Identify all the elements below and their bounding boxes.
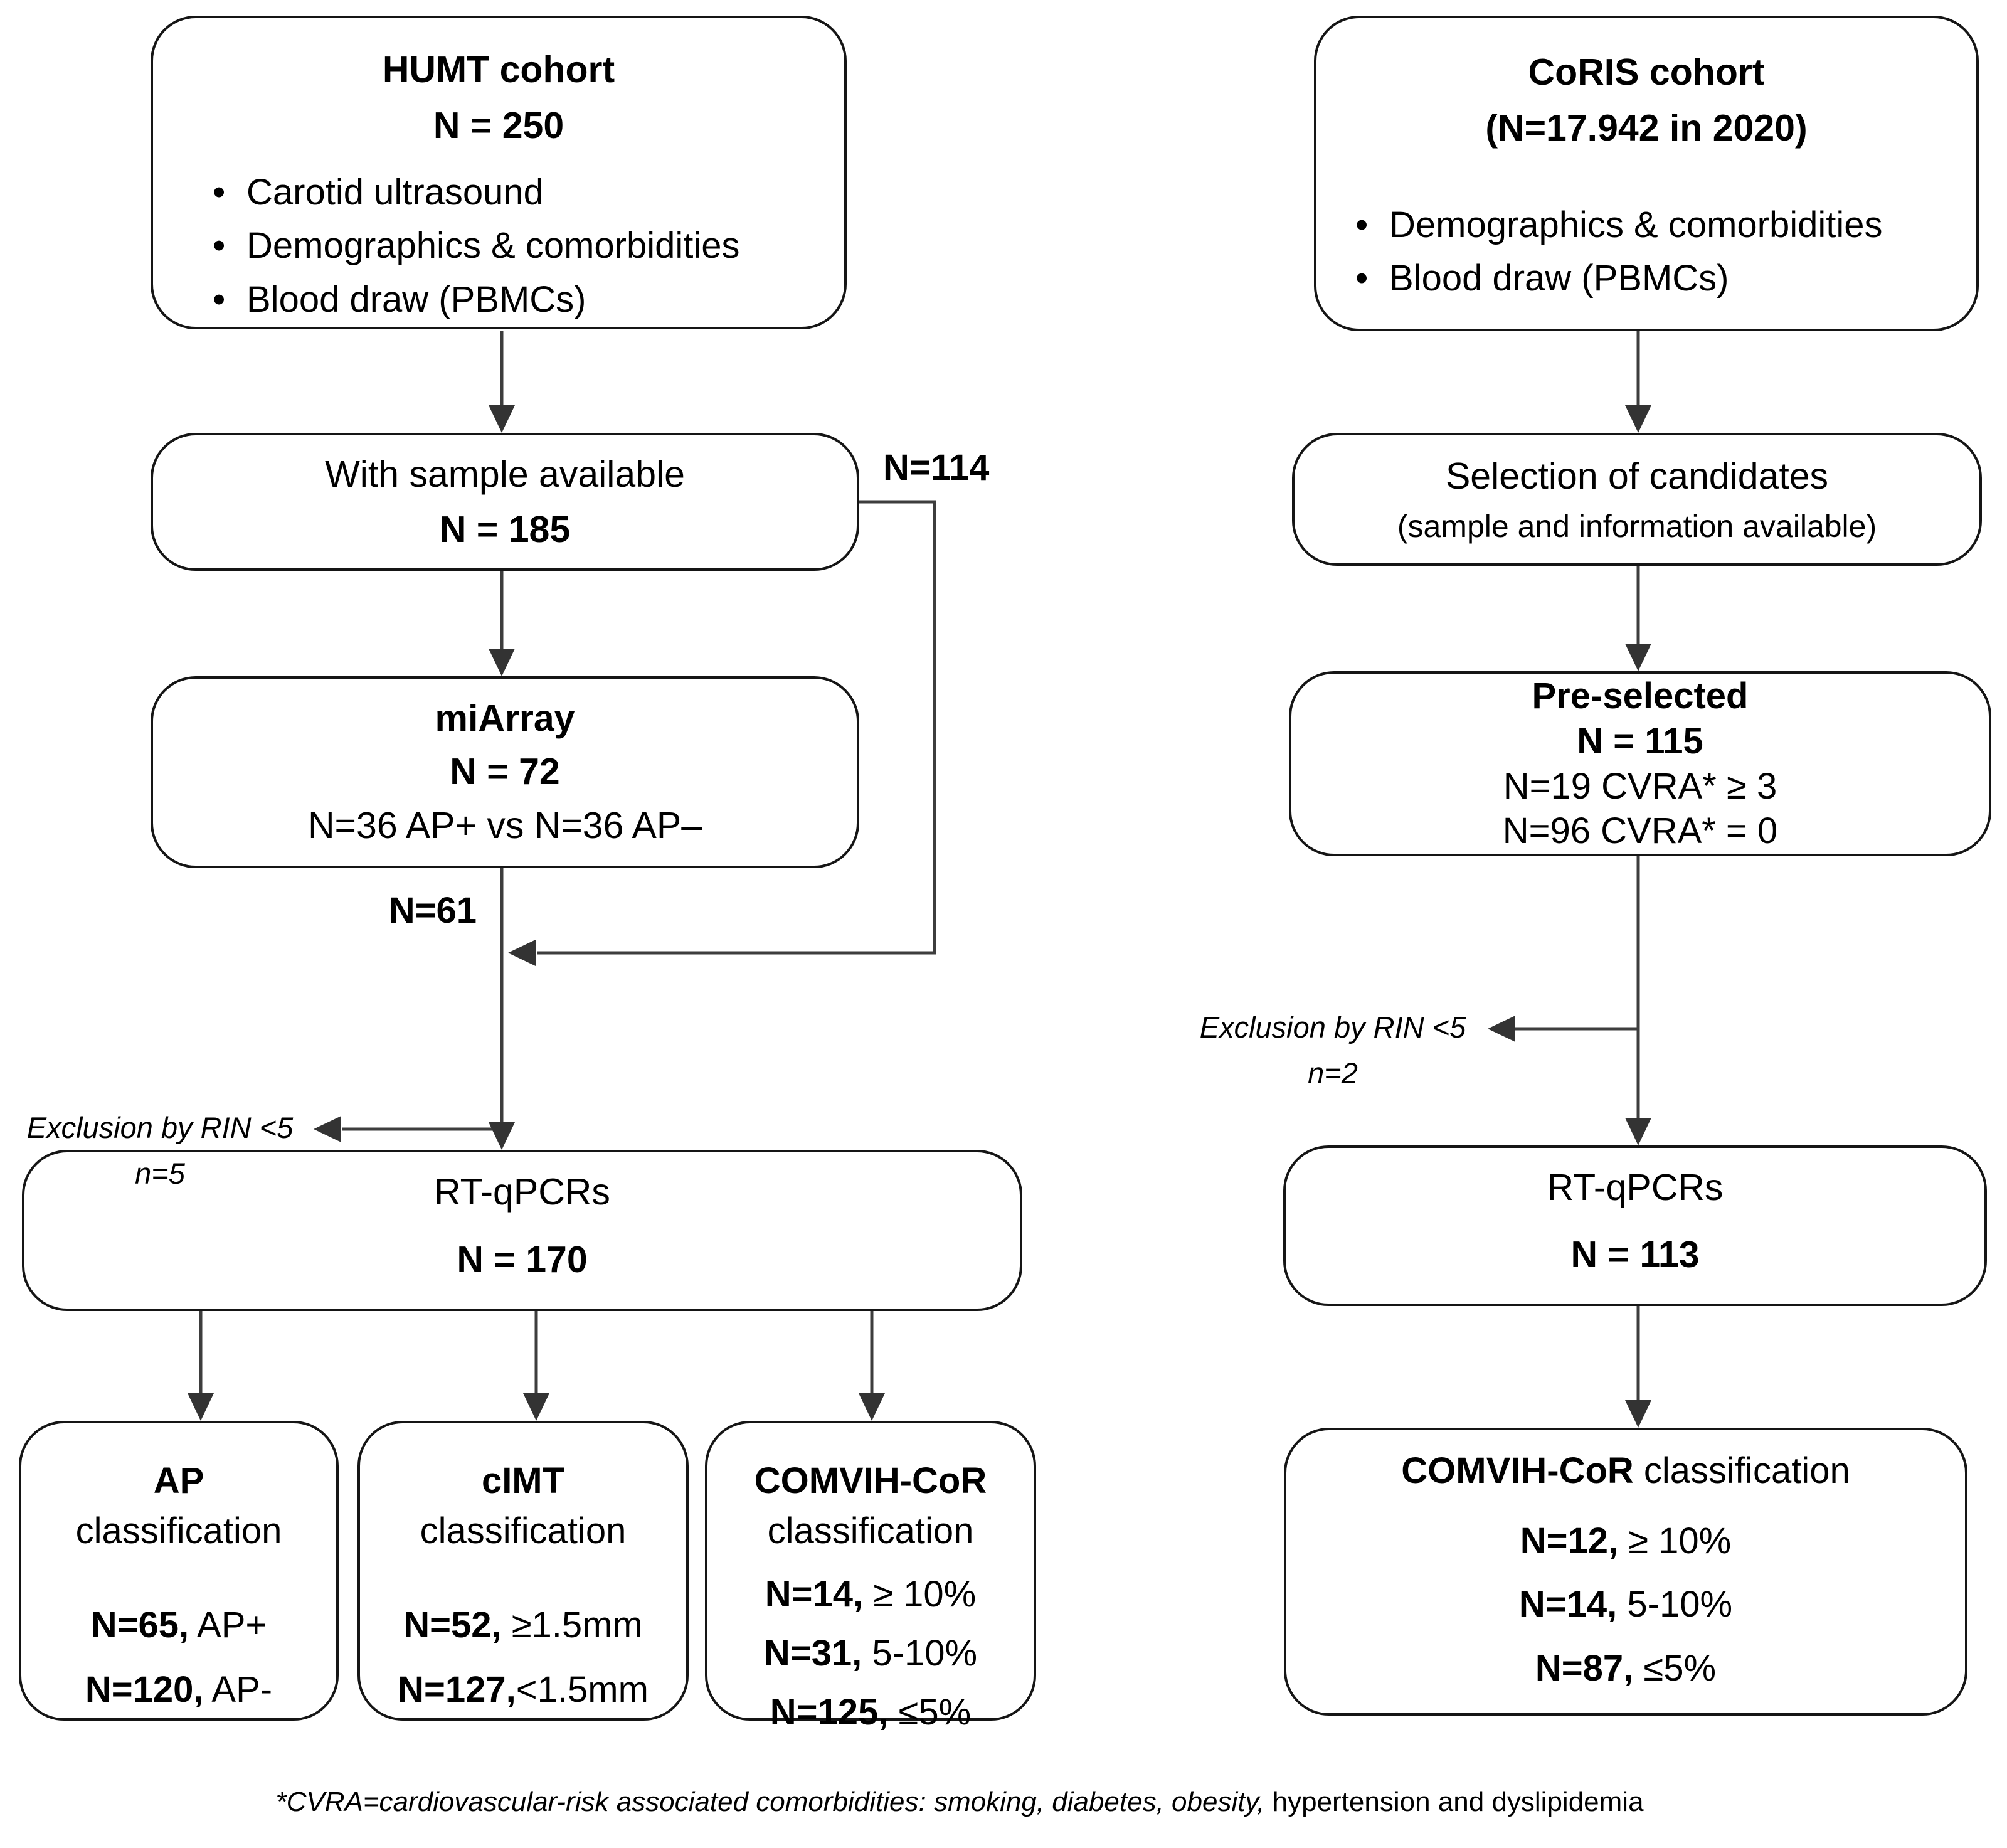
branch-label-n61: N=61 — [388, 890, 477, 931]
coris-bullet-list: Demographics & comorbidities Blood draw … — [1355, 198, 1883, 305]
arrow-down-icon — [188, 1393, 214, 1421]
sample-available-box: With sample available N = 185 — [151, 433, 859, 571]
arrow-left-icon — [314, 1116, 341, 1142]
arrow-down-icon — [1625, 644, 1651, 671]
box-n-value: N = 72 — [450, 751, 560, 793]
cvra-high-row: N=19 CVRA* ≥ 3 — [1503, 765, 1777, 807]
box-title: AP — [153, 1460, 204, 1501]
result-row: N=65, AP+ — [90, 1605, 267, 1646]
result-rows: N=14, ≥ 10% N=31, 5-10% N=125, ≤5% — [764, 1565, 977, 1742]
comvih-cor-classification-box-right: COMVIH-CoR classification N=12, ≥ 10% N=… — [1284, 1428, 1967, 1716]
arrow-down-icon — [523, 1393, 549, 1421]
footnote-italic-part: *CVRA=cardiovascular-risk associated com… — [275, 1787, 1265, 1817]
humt-cohort-box: HUMT cohort N = 250 Carotid ultrasound D… — [151, 16, 847, 329]
box-title: CoRIS cohort — [1528, 51, 1765, 93]
ap-classification-box: AP classification N=65, AP+ N=120, AP- — [19, 1421, 339, 1721]
box-subtitle: classification — [420, 1511, 627, 1552]
box-n-value: N = 115 — [1577, 720, 1703, 762]
box-n-value: N = 170 — [457, 1239, 588, 1281]
arrow-down-icon — [489, 405, 515, 433]
exclusion-count: n=2 — [1308, 1056, 1358, 1090]
bullet-item: Blood draw (PBMCs) — [1355, 252, 1883, 305]
box-title: COMVIH-CoR — [754, 1460, 987, 1501]
box-n-value: N = 185 — [439, 509, 571, 550]
result-row: N=12, ≥ 10% — [1520, 1520, 1732, 1561]
result-row: N=120, AP- — [85, 1669, 273, 1711]
arrow-down-icon — [1625, 1400, 1651, 1428]
cvra-zero-row: N=96 CVRA* = 0 — [1502, 810, 1778, 852]
miarray-comparison: N=36 AP+ vs N=36 AP– — [307, 804, 702, 846]
bullet-item: Blood draw (PBMCs) — [213, 273, 740, 326]
branch-label-n114: N=114 — [883, 447, 990, 488]
box-n-value: N = 113 — [1570, 1234, 1700, 1276]
rtqpcr-box-right: RT-qPCRs N = 113 — [1283, 1145, 1987, 1306]
box-title: COMVIH-CoR classification — [1401, 1450, 1850, 1491]
exclusion-count: n=5 — [135, 1156, 185, 1190]
exclusion-note-right: Exclusion by RIN <5 n=2 — [1182, 1005, 1483, 1097]
result-row: N=14, 5-10% — [1518, 1584, 1733, 1625]
result-row: N=31, 5-10% — [763, 1633, 978, 1674]
box-title: HUMT cohort — [382, 49, 615, 90]
result-row: N=87, ≤5% — [1535, 1647, 1717, 1689]
footnote-regular-part: hypertension and dyslipidemia — [1264, 1787, 1644, 1817]
arrow-left-icon — [508, 940, 536, 966]
bullet-item: Carotid ultrasound — [213, 166, 740, 219]
arrow-down-icon — [489, 649, 515, 676]
box-title: RT-qPCRs — [1547, 1167, 1724, 1208]
result-row: N=125, ≤5% — [770, 1691, 972, 1733]
humt-bullet-list: Carotid ultrasound Demographics & comorb… — [213, 166, 740, 326]
result-rows: N=52, ≥1.5mm N=127,<1.5mm — [398, 1593, 649, 1722]
box-title: miArray — [435, 697, 575, 739]
arrow-left-icon — [1488, 1016, 1515, 1042]
box-subtitle: classification — [767, 1511, 974, 1552]
pre-selected-box: Pre-selected N = 115 N=19 CVRA* ≥ 3 N=96… — [1289, 671, 1991, 856]
box-subtitle: (sample and information available) — [1397, 508, 1877, 544]
comvih-cor-classification-box-left: COMVIH-CoR classification N=14, ≥ 10% N=… — [705, 1421, 1036, 1733]
arrow-down-icon — [859, 1393, 885, 1421]
miarray-box: miArray N = 72 N=36 AP+ vs N=36 AP– — [151, 676, 859, 868]
rtqpcr-box-left: RT-qPCRs N = 170 — [22, 1150, 1022, 1311]
result-rows: N=65, AP+ N=120, AP- — [85, 1593, 272, 1722]
bullet-item: Demographics & comorbidities — [213, 219, 740, 272]
bullet-item: Demographics & comorbidities — [1355, 198, 1883, 252]
box-title-block: cIMT classification — [420, 1456, 627, 1556]
connector-n114-bypass — [537, 500, 936, 955]
box-title: cIMT — [481, 1460, 565, 1501]
result-row: N=127,<1.5mm — [398, 1669, 649, 1711]
box-title: With sample available — [325, 453, 685, 495]
arrow-down-icon — [1625, 1118, 1651, 1145]
box-title-block: COMVIH-CoR classification — [755, 1456, 987, 1556]
box-title: Selection of candidates — [1445, 455, 1829, 497]
box-subtitle: classification — [75, 1511, 282, 1552]
result-row: N=14, ≥ 10% — [765, 1574, 977, 1615]
box-title: Pre-selected — [1532, 675, 1749, 716]
selection-of-candidates-box: Selection of candidates (sample and info… — [1292, 433, 1982, 566]
cimt-classification-box: cIMT classification N=52, ≥1.5mm N=127,<… — [357, 1421, 689, 1721]
box-n-value: (N=17.942 in 2020) — [1485, 107, 1808, 149]
arrow-down-icon — [489, 1122, 515, 1150]
cvra-footnote: *CVRA=cardiovascular-risk associated com… — [113, 1787, 1806, 1818]
result-row: N=52, ≥1.5mm — [403, 1605, 643, 1646]
box-n-value: N = 250 — [433, 104, 564, 146]
arrow-down-icon — [1625, 405, 1651, 433]
coris-cohort-box: CoRIS cohort (N=17.942 in 2020) Demograp… — [1314, 16, 1979, 331]
exclusion-reason: Exclusion by RIN <5 — [26, 1111, 294, 1144]
box-title: RT-qPCRs — [434, 1171, 610, 1213]
box-title-block: AP classification — [76, 1456, 282, 1556]
exclusion-reason: Exclusion by RIN <5 — [1199, 1011, 1466, 1044]
exclusion-note-left: Exclusion by RIN <5 n=5 — [13, 1105, 307, 1197]
